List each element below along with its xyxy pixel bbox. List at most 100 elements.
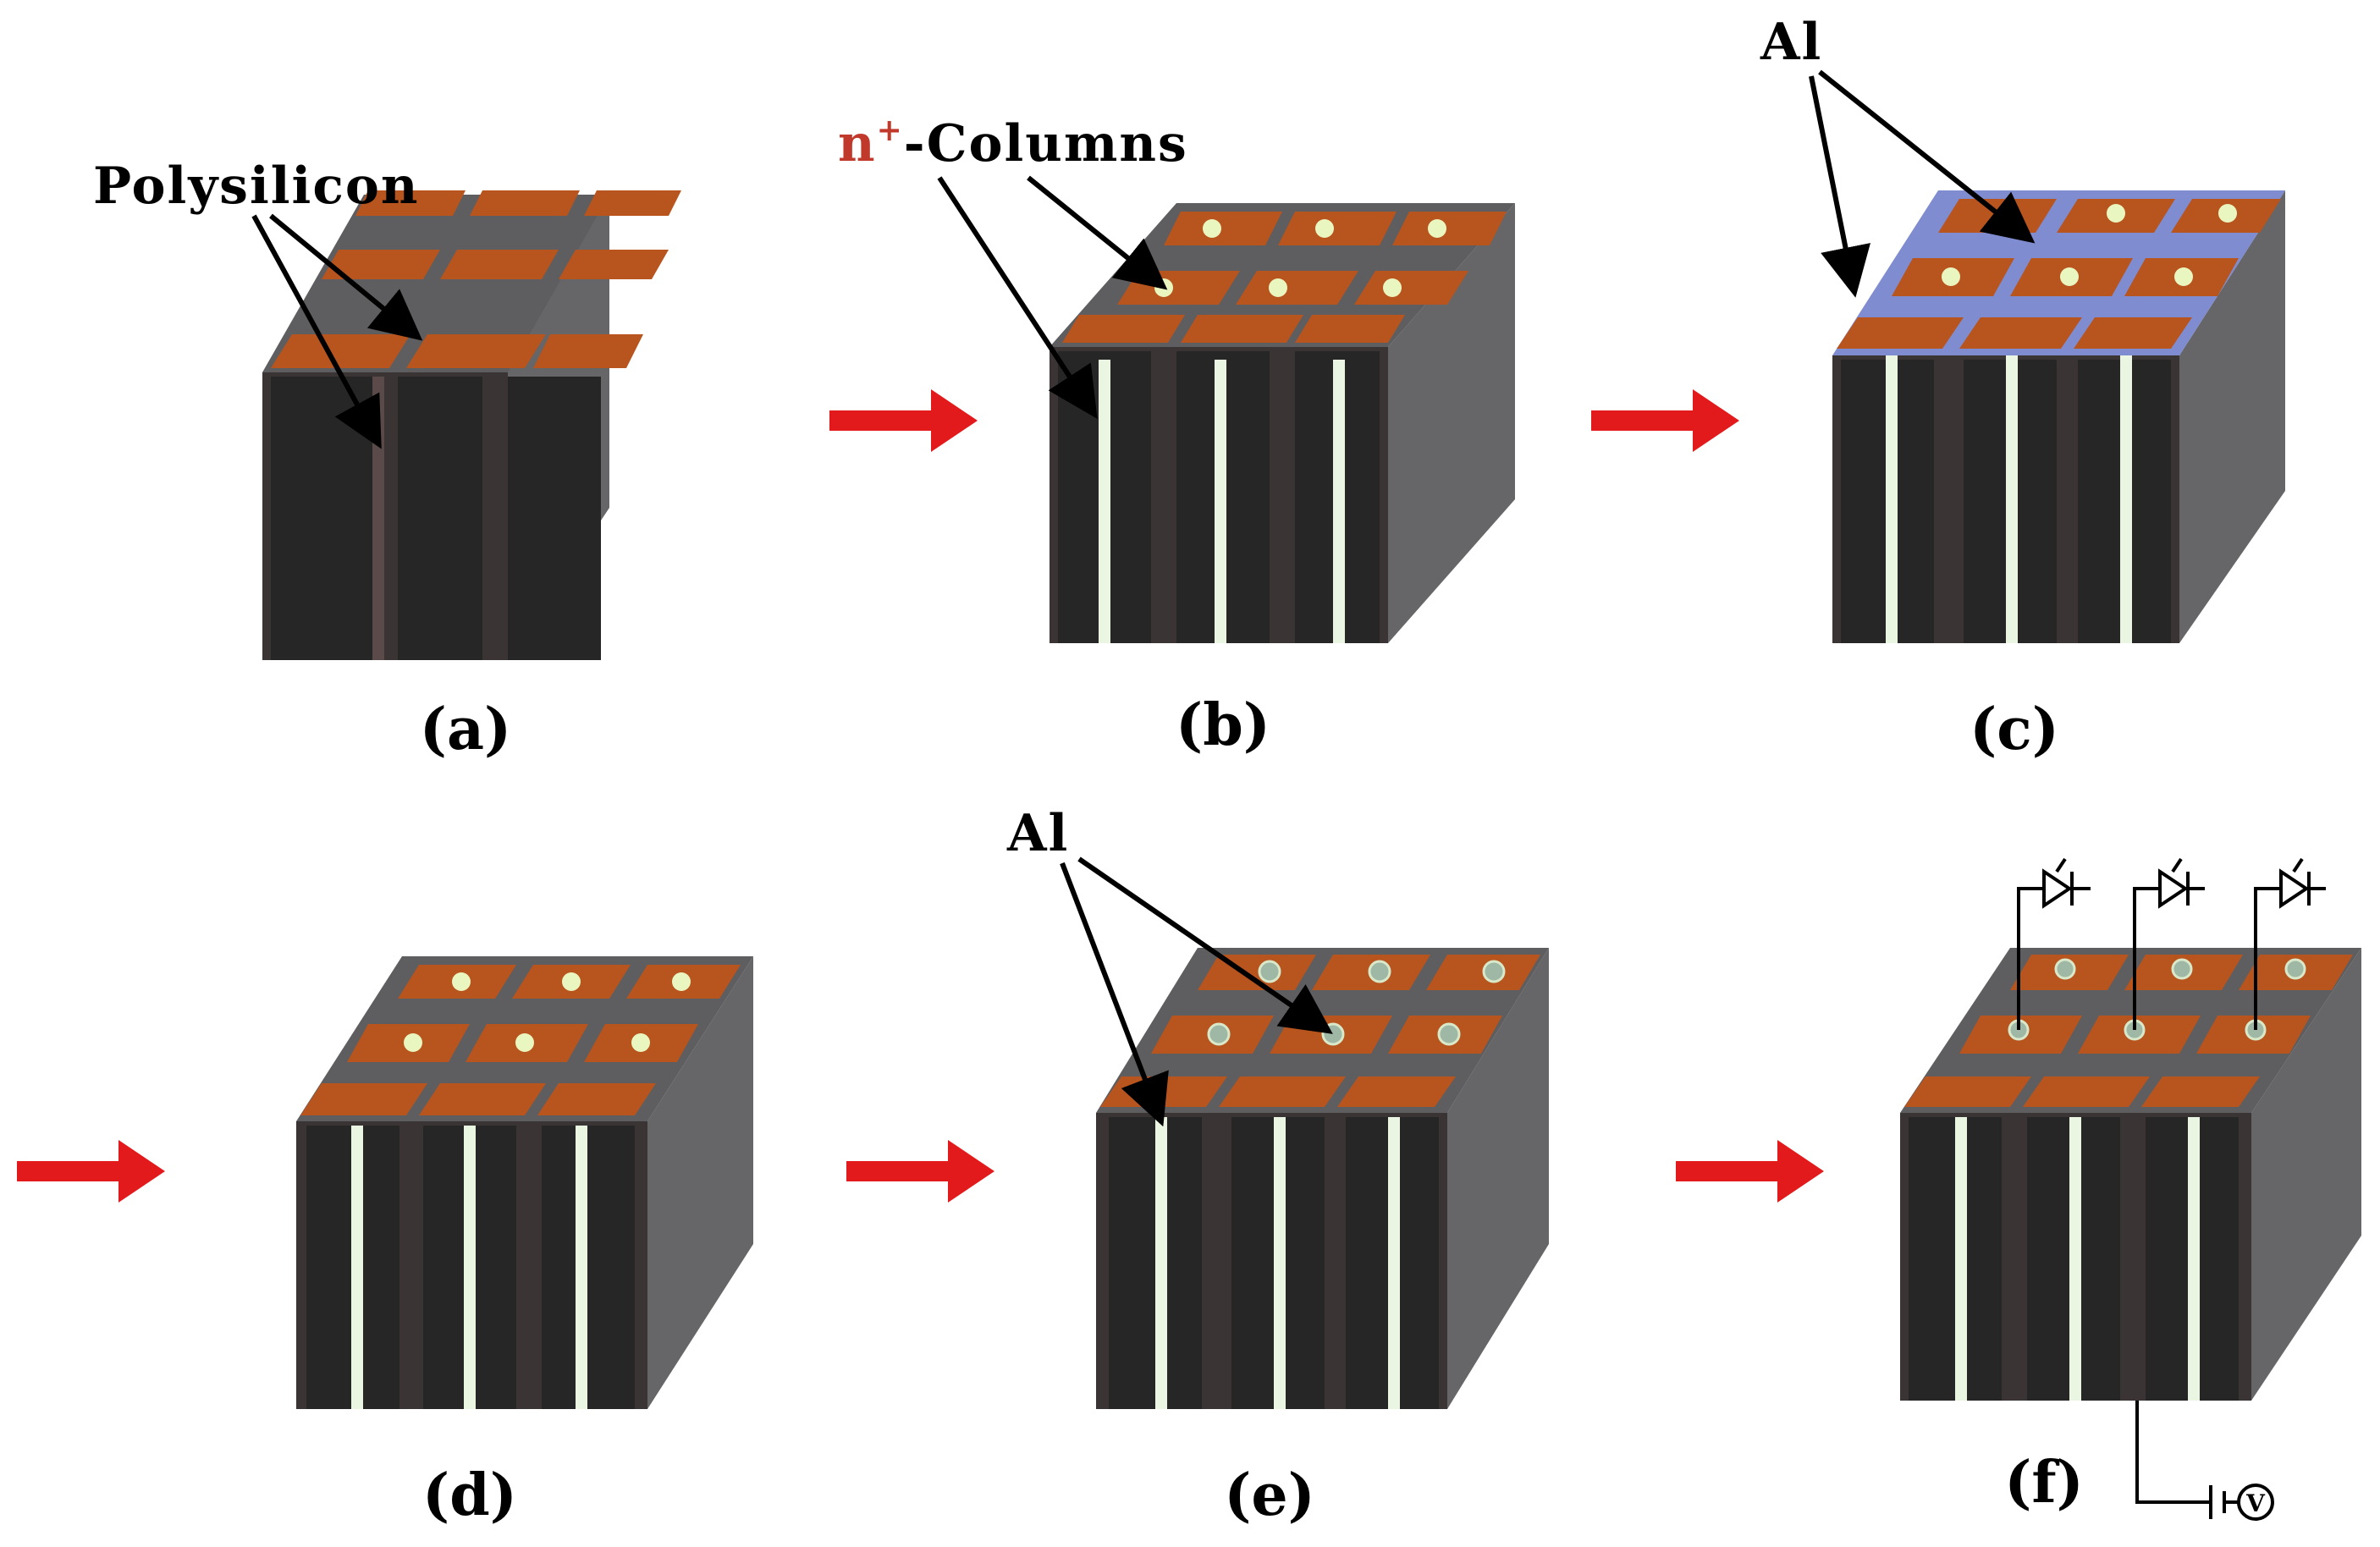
pad [1354, 271, 1468, 305]
block-a-trench-1 [271, 377, 372, 660]
column-dot [1269, 278, 1287, 297]
caption-f: (f) [2004, 1449, 2084, 1517]
n-plus-column [464, 1126, 476, 1409]
column-dot [1428, 219, 1446, 238]
n-plus-column [1955, 1117, 1967, 1401]
diode-arrow [2292, 857, 2304, 873]
diode-wire [2017, 887, 2044, 1030]
pad [2141, 1076, 2260, 1107]
column-dot [2060, 267, 2079, 286]
pad [1959, 317, 2082, 349]
n-plus-column [2006, 355, 2018, 643]
n-plus-columns-b [1099, 360, 1345, 643]
al-contact-dot [1482, 960, 1506, 983]
block-d-side [647, 956, 753, 1409]
caption-a: (a) [420, 696, 511, 763]
al-contact-dot [2171, 958, 2193, 980]
al-contact-dot [1258, 960, 1281, 983]
n-plus-column [576, 1126, 587, 1409]
n-plus-column [1215, 360, 1226, 643]
al-contact-dots-e [1207, 960, 1506, 1046]
pad [533, 334, 643, 368]
pointer-al-c-2 [1809, 75, 1871, 298]
n-plus-column [2069, 1117, 2081, 1401]
trench [542, 1126, 635, 1409]
al-contact-dot [1437, 1022, 1461, 1046]
diode-arrow [2171, 857, 2183, 873]
n-plus-column [1274, 1117, 1286, 1409]
al-label-c: Al [1760, 13, 1822, 72]
pad [419, 1083, 546, 1115]
caption-d: (d) [422, 1462, 517, 1529]
pad [355, 190, 466, 216]
al-label-e: Al [1006, 804, 1069, 863]
column-dot [404, 1033, 422, 1052]
block-b-side [1388, 203, 1515, 643]
voltmeter-icon [2237, 1484, 2274, 1521]
panel-b: n+-Columns (b) [838, 113, 1515, 759]
panel-d: (d) [296, 956, 753, 1529]
pad [322, 250, 440, 279]
n-plus-column [1099, 360, 1110, 643]
pad [1236, 271, 1358, 305]
diode-icon [2158, 868, 2189, 909]
pad [406, 334, 546, 368]
column-dots-d [404, 972, 691, 1052]
column-dot [2107, 204, 2125, 223]
n-plus-column [2120, 355, 2132, 643]
pointer-n-columns-2 [937, 176, 1098, 420]
panel-a: Polysilicon (a) [93, 157, 681, 763]
diode-wire [2254, 887, 2281, 1030]
pad [1117, 271, 1240, 305]
diode-icon [2279, 868, 2310, 909]
caption-c: (c) [1970, 696, 2059, 763]
pointer-polysilicon-2 [251, 214, 382, 449]
pad [1062, 315, 1185, 343]
column-dot [1942, 267, 1960, 286]
voltage-symbol: V [2245, 1489, 2266, 1517]
block-a-trench-2 [398, 377, 482, 660]
column-dots-c [1942, 204, 2237, 286]
column-dot [1383, 278, 1402, 297]
block-a-polysilicon-strip [372, 377, 384, 660]
column-dot [452, 972, 471, 991]
process-arrows [17, 389, 1824, 1203]
al-contact-dot [1368, 960, 1391, 983]
n-columns-n: n [838, 114, 877, 173]
pad [1219, 1076, 1346, 1107]
column-dot [562, 972, 581, 991]
process-arrow-b-to-c [1591, 389, 1739, 452]
n-plus-column [2188, 1117, 2200, 1401]
n-plus-column [1333, 360, 1345, 643]
pointer-n-columns-1 [1027, 175, 1168, 290]
pad [440, 250, 559, 279]
diode-arrow [2055, 857, 2067, 873]
panel-c: Al (c) [1760, 13, 2285, 763]
pad [559, 250, 669, 279]
polysilicon-label: Polysilicon [93, 157, 420, 216]
pad [271, 334, 410, 368]
diode-wire [2133, 887, 2160, 1030]
n-plus-column [1886, 355, 1898, 643]
pad [1904, 1076, 2031, 1107]
bias-wire [2135, 1401, 2209, 1504]
pad [1278, 212, 1397, 245]
n-plus-columns-e [1155, 1117, 1400, 1409]
pad [1337, 1076, 1456, 1107]
pads-c [1837, 199, 2281, 349]
block-a-trench-3 [508, 377, 601, 660]
pad [1392, 212, 1507, 245]
column-dot [1203, 219, 1221, 238]
pad [1295, 315, 1405, 343]
column-dot [1315, 219, 1334, 238]
process-arrow-a-to-b [829, 389, 978, 452]
al-contact-dot [2054, 958, 2076, 980]
n-plus-columns-c [1886, 355, 2132, 643]
pad [300, 1083, 427, 1115]
pad [1837, 317, 1964, 349]
n-plus-columns-f [1955, 1117, 2200, 1401]
diode-2 [2133, 857, 2205, 1030]
panel-e: Al (e) [1006, 804, 1549, 1529]
caption-e: (e) [1224, 1462, 1315, 1529]
